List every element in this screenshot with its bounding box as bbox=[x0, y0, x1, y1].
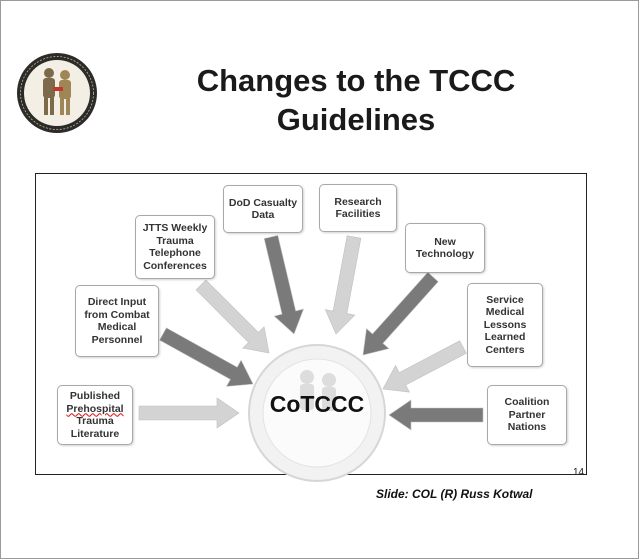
source-box-published-literature: Published Prehospital Trauma Literature bbox=[57, 385, 133, 445]
arrow-research-facilities bbox=[324, 235, 362, 335]
arrow-published-literature bbox=[138, 397, 240, 429]
source-box-new-technology: New Technology bbox=[405, 223, 485, 273]
arrow-lessons-learned bbox=[382, 340, 467, 393]
source-label-lessons-learned: Service Medical Lessons Learned Centers bbox=[483, 293, 527, 356]
source-box-research-facilities: Research Facilities bbox=[319, 184, 397, 232]
arrow-coalition-partners bbox=[388, 399, 484, 431]
spellcheck-underline: Prehospital bbox=[66, 402, 124, 415]
arrow-direct-input bbox=[159, 327, 254, 387]
source-label-published-literature: Published Prehospital Trauma Literature bbox=[66, 390, 124, 440]
center-label: CoTCCC bbox=[269, 391, 365, 417]
arrow-jtts-conferences bbox=[195, 279, 270, 354]
source-label-research-facilities: Research Facilities bbox=[334, 195, 382, 221]
source-box-direct-input: Direct Input from Combat Medical Personn… bbox=[75, 285, 159, 357]
source-box-jtts-conferences: JTTS Weekly Trauma Telephone Conferences bbox=[135, 215, 215, 279]
title-line-2: Guidelines bbox=[276, 102, 436, 137]
page-number: 14 bbox=[573, 467, 585, 478]
arrow-new-technology bbox=[362, 271, 439, 356]
source-label-new-technology: New Technology bbox=[415, 235, 475, 261]
source-label-coalition-partners: Coalition Partner Nations bbox=[504, 396, 550, 434]
source-box-coalition-partners: Coalition Partner Nations bbox=[487, 385, 567, 445]
center-emblem bbox=[248, 344, 386, 482]
source-box-lessons-learned: Service Medical Lessons Learned Centers bbox=[467, 283, 543, 367]
slide-title: Changes to the TCCC Guidelines bbox=[121, 61, 591, 139]
source-label-direct-input: Direct Input from Combat Medical Personn… bbox=[84, 296, 150, 346]
slide-credit: Slide: COL (R) Russ Kotwal bbox=[376, 487, 533, 501]
source-label-dod-casualty-data: DoD Casualty Data bbox=[228, 196, 298, 222]
source-label-jtts-conferences: JTTS Weekly Trauma Telephone Conferences bbox=[142, 222, 208, 272]
title-line-1: Changes to the TCCC bbox=[196, 63, 516, 98]
tccc-logo bbox=[17, 53, 97, 133]
source-box-dod-casualty-data: DoD Casualty Data bbox=[223, 185, 303, 233]
arrow-dod-casualty-data bbox=[263, 235, 304, 335]
